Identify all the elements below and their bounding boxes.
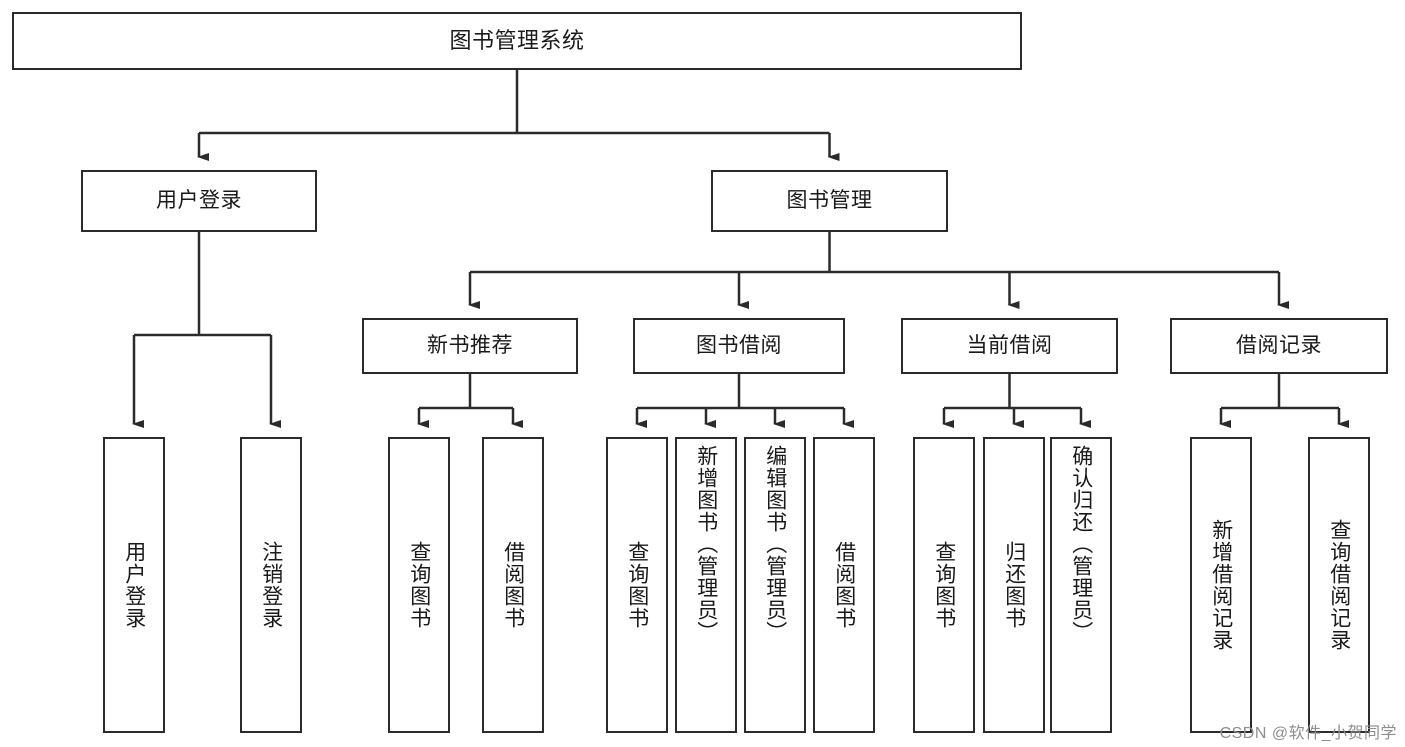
watermark-text: CSDN @软件_小贺同学 bbox=[1219, 725, 1397, 742]
node-borrowing-record[interactable]: 借阅记录 bbox=[1170, 318, 1388, 374]
node-leaf-return-book-label: 归还图书 bbox=[1002, 541, 1026, 629]
node-leaf-borrow-book-recommendation[interactable]: 借阅图书 bbox=[482, 437, 544, 733]
node-leaf-user-login[interactable]: 用户登录 bbox=[103, 437, 165, 733]
node-leaf-query-book-borrowing[interactable]: 查询图书 bbox=[606, 437, 668, 733]
node-new-book-recommendation-label: 新书推荐 bbox=[427, 334, 513, 358]
node-current-borrowing-label: 当前借阅 bbox=[966, 334, 1053, 358]
node-leaf-logout-login-label: 注销登录 bbox=[259, 541, 283, 629]
node-leaf-return-book[interactable]: 归还图书 bbox=[983, 437, 1045, 733]
node-leaf-add-borrowing-record[interactable]: 新增借阅记录 bbox=[1190, 437, 1252, 733]
node-leaf-query-book-current-label: 查询图书 bbox=[932, 541, 956, 629]
node-leaf-edit-book-admin[interactable]: 编辑图书（管理员） bbox=[744, 437, 806, 733]
node-leaf-query-book-current[interactable]: 查询图书 bbox=[913, 437, 975, 733]
node-leaf-edit-book-admin-label: 编辑图书（管理员） bbox=[763, 445, 787, 643]
node-user-login-label: 用户登录 bbox=[156, 189, 242, 213]
node-leaf-confirm-return-admin-label: 确认归还（管理员） bbox=[1069, 445, 1093, 643]
node-leaf-confirm-return-admin[interactable]: 确认归还（管理员） bbox=[1050, 437, 1112, 733]
node-leaf-user-login-label: 用户登录 bbox=[122, 541, 146, 629]
node-leaf-query-book-recommendation-label: 查询图书 bbox=[407, 541, 431, 629]
node-book-borrowing-label: 图书借阅 bbox=[696, 334, 782, 358]
node-leaf-add-borrowing-record-label: 新增借阅记录 bbox=[1209, 519, 1233, 651]
node-root-book-management-system[interactable]: 图书管理系统 bbox=[12, 12, 1022, 70]
node-root-label: 图书管理系统 bbox=[449, 27, 585, 53]
node-leaf-add-book-admin[interactable]: 新增图书（管理员） bbox=[675, 437, 737, 733]
node-book-management-label: 图书管理 bbox=[786, 189, 873, 213]
node-leaf-query-book-borrowing-label: 查询图书 bbox=[625, 541, 649, 629]
node-book-management[interactable]: 图书管理 bbox=[711, 170, 948, 232]
node-current-borrowing[interactable]: 当前借阅 bbox=[901, 318, 1118, 374]
node-leaf-query-book-recommendation[interactable]: 查询图书 bbox=[388, 437, 450, 733]
node-borrowing-record-label: 借阅记录 bbox=[1236, 334, 1322, 358]
node-leaf-borrow-book-recommendation-label: 借阅图书 bbox=[501, 541, 525, 629]
node-leaf-query-borrowing-record-label: 查询借阅记录 bbox=[1327, 519, 1351, 651]
node-book-borrowing[interactable]: 图书借阅 bbox=[633, 318, 845, 374]
node-leaf-add-book-admin-label: 新增图书（管理员） bbox=[694, 445, 718, 643]
node-leaf-borrow-book-borrowing[interactable]: 借阅图书 bbox=[813, 437, 875, 733]
node-leaf-query-borrowing-record[interactable]: 查询借阅记录 bbox=[1308, 437, 1370, 733]
node-leaf-logout-login[interactable]: 注销登录 bbox=[240, 437, 302, 733]
node-user-login[interactable]: 用户登录 bbox=[81, 170, 317, 232]
node-new-book-recommendation[interactable]: 新书推荐 bbox=[362, 318, 578, 374]
node-leaf-borrow-book-borrowing-label: 借阅图书 bbox=[832, 541, 856, 629]
